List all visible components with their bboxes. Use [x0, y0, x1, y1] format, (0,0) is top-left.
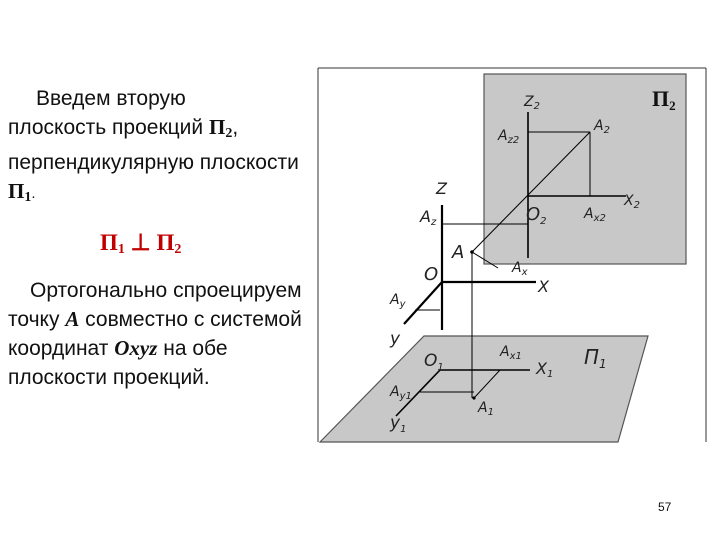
paragraph-intro: Введем вторую плоскость проекций П2, пер… [8, 84, 318, 212]
oxyz-label: Oxyz [114, 336, 158, 360]
label-x1: X1 [535, 359, 553, 380]
axis-y1 [395, 369, 441, 417]
pi2-subscript: 2 [225, 126, 233, 141]
page-number: 57 [658, 500, 672, 514]
plane-pi2 [483, 73, 687, 265]
perpendicular-relation: П1 ⊥ П2 [100, 228, 318, 264]
label-x2: X2 [623, 193, 640, 211]
relation-sub-b: 2 [174, 242, 182, 257]
body-text: Введем вторую плоскость проекций П2, пер… [8, 84, 318, 392]
label-a: A [451, 242, 464, 263]
label-o1: O1 [424, 351, 444, 373]
point-a-label: А [65, 307, 80, 331]
label-az2: Az2 [497, 128, 519, 146]
label-y1: y1 [389, 413, 406, 435]
label-ax1: Ax1 [499, 344, 522, 362]
label-a1: A1 [477, 400, 494, 418]
label-y: y [389, 329, 401, 349]
axis-y [403, 281, 443, 325]
label-ay: Ay [389, 292, 407, 310]
paragraph-projection: Ортогонально спроецируем точку А совмест… [8, 276, 318, 392]
line-a1-ax1 [473, 369, 501, 399]
intro-text-1: Введем вторую [36, 87, 186, 110]
label-o2: O2 [526, 204, 547, 227]
relation-pi-b: П [156, 230, 175, 255]
label-o: O [424, 264, 438, 285]
relation-pi-a: П [100, 230, 118, 255]
label-x: X [537, 277, 550, 296]
plane-pi1 [318, 335, 649, 443]
label-z: Z [435, 179, 448, 198]
perpendicular-symbol: ⊥ [124, 230, 157, 255]
point-a [470, 250, 474, 254]
pi2-symbol: П [208, 115, 226, 139]
label-z2: Z2 [523, 94, 540, 112]
label-ax2: Ax2 [583, 206, 606, 224]
intro-text-3: , перпендикулярную плоскости [8, 116, 299, 174]
line-a-ax [471, 251, 499, 269]
relation-sub-a: 1 [117, 242, 125, 257]
projection-text-2: совместно с системой координат [8, 308, 302, 360]
label-ax: Ax [511, 260, 528, 278]
pi1-subscript: 1 [24, 190, 32, 205]
plane-pi1-label: П1 [584, 345, 607, 371]
point-a1 [472, 396, 476, 400]
projection-line-a-a2 [471, 131, 591, 253]
plane-pi2-label: П2 [652, 86, 676, 113]
intro-text-2: плоскость проекций [8, 116, 209, 139]
label-az: Az [419, 207, 437, 228]
projection-text-1: Ортогонально спроецируем точку [8, 279, 302, 331]
pi1-symbol: П [8, 179, 25, 203]
label-a2: A2 [593, 118, 610, 136]
projection-text-3: на обе плоскости проекций. [8, 337, 228, 389]
label-ay1: Ay1 [389, 384, 412, 402]
intro-period: . [31, 185, 36, 202]
